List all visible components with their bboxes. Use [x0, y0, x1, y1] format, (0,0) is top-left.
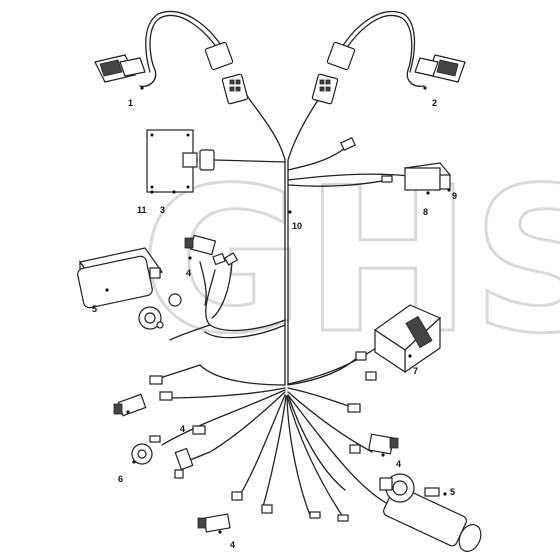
callout-7: 7: [413, 366, 418, 376]
push-switch-b: [113, 375, 173, 417]
callout-11: 11: [137, 205, 147, 215]
main-harness: [139, 10, 425, 521]
callout-6: 6: [118, 474, 123, 484]
motor-lower-right: [379, 473, 482, 552]
sensor-6: [131, 435, 194, 471]
callout-3: 3: [160, 205, 165, 215]
callout-labels: 1 2 3 11 4 5 10 8 9 7 4 6 4 5 4: [92, 98, 457, 550]
relay-module: [381, 162, 452, 191]
motor-upper-left: [77, 247, 182, 330]
callout-5-lower: 5: [450, 487, 455, 497]
top-right-spade-connector: [340, 137, 356, 151]
callout-10: 10: [292, 221, 302, 231]
callout-9: 9: [452, 191, 457, 201]
watermark-text: GHS: [140, 145, 560, 378]
upper-plug-right: [311, 41, 356, 105]
callout-4-bottom: 4: [230, 540, 235, 550]
rocker-switch-left: [94, 54, 146, 90]
push-switch-d: [349, 433, 399, 455]
callout-2: 2: [432, 98, 437, 108]
loose-terminals: [174, 403, 361, 522]
callout-4-right: 4: [396, 459, 401, 469]
callout-5-upper: 5: [92, 304, 97, 314]
callout-8: 8: [423, 207, 428, 217]
control-module: [146, 129, 215, 193]
push-switch-c: [197, 491, 273, 533]
callout-4-top: 4: [186, 268, 191, 278]
upper-plug-left: [204, 41, 249, 105]
housing-7: [355, 304, 442, 381]
rocker-switch-right: [414, 54, 466, 90]
callout-1: 1: [128, 98, 133, 108]
callout-4-left: 4: [180, 424, 185, 434]
push-switch-a: [184, 234, 239, 266]
